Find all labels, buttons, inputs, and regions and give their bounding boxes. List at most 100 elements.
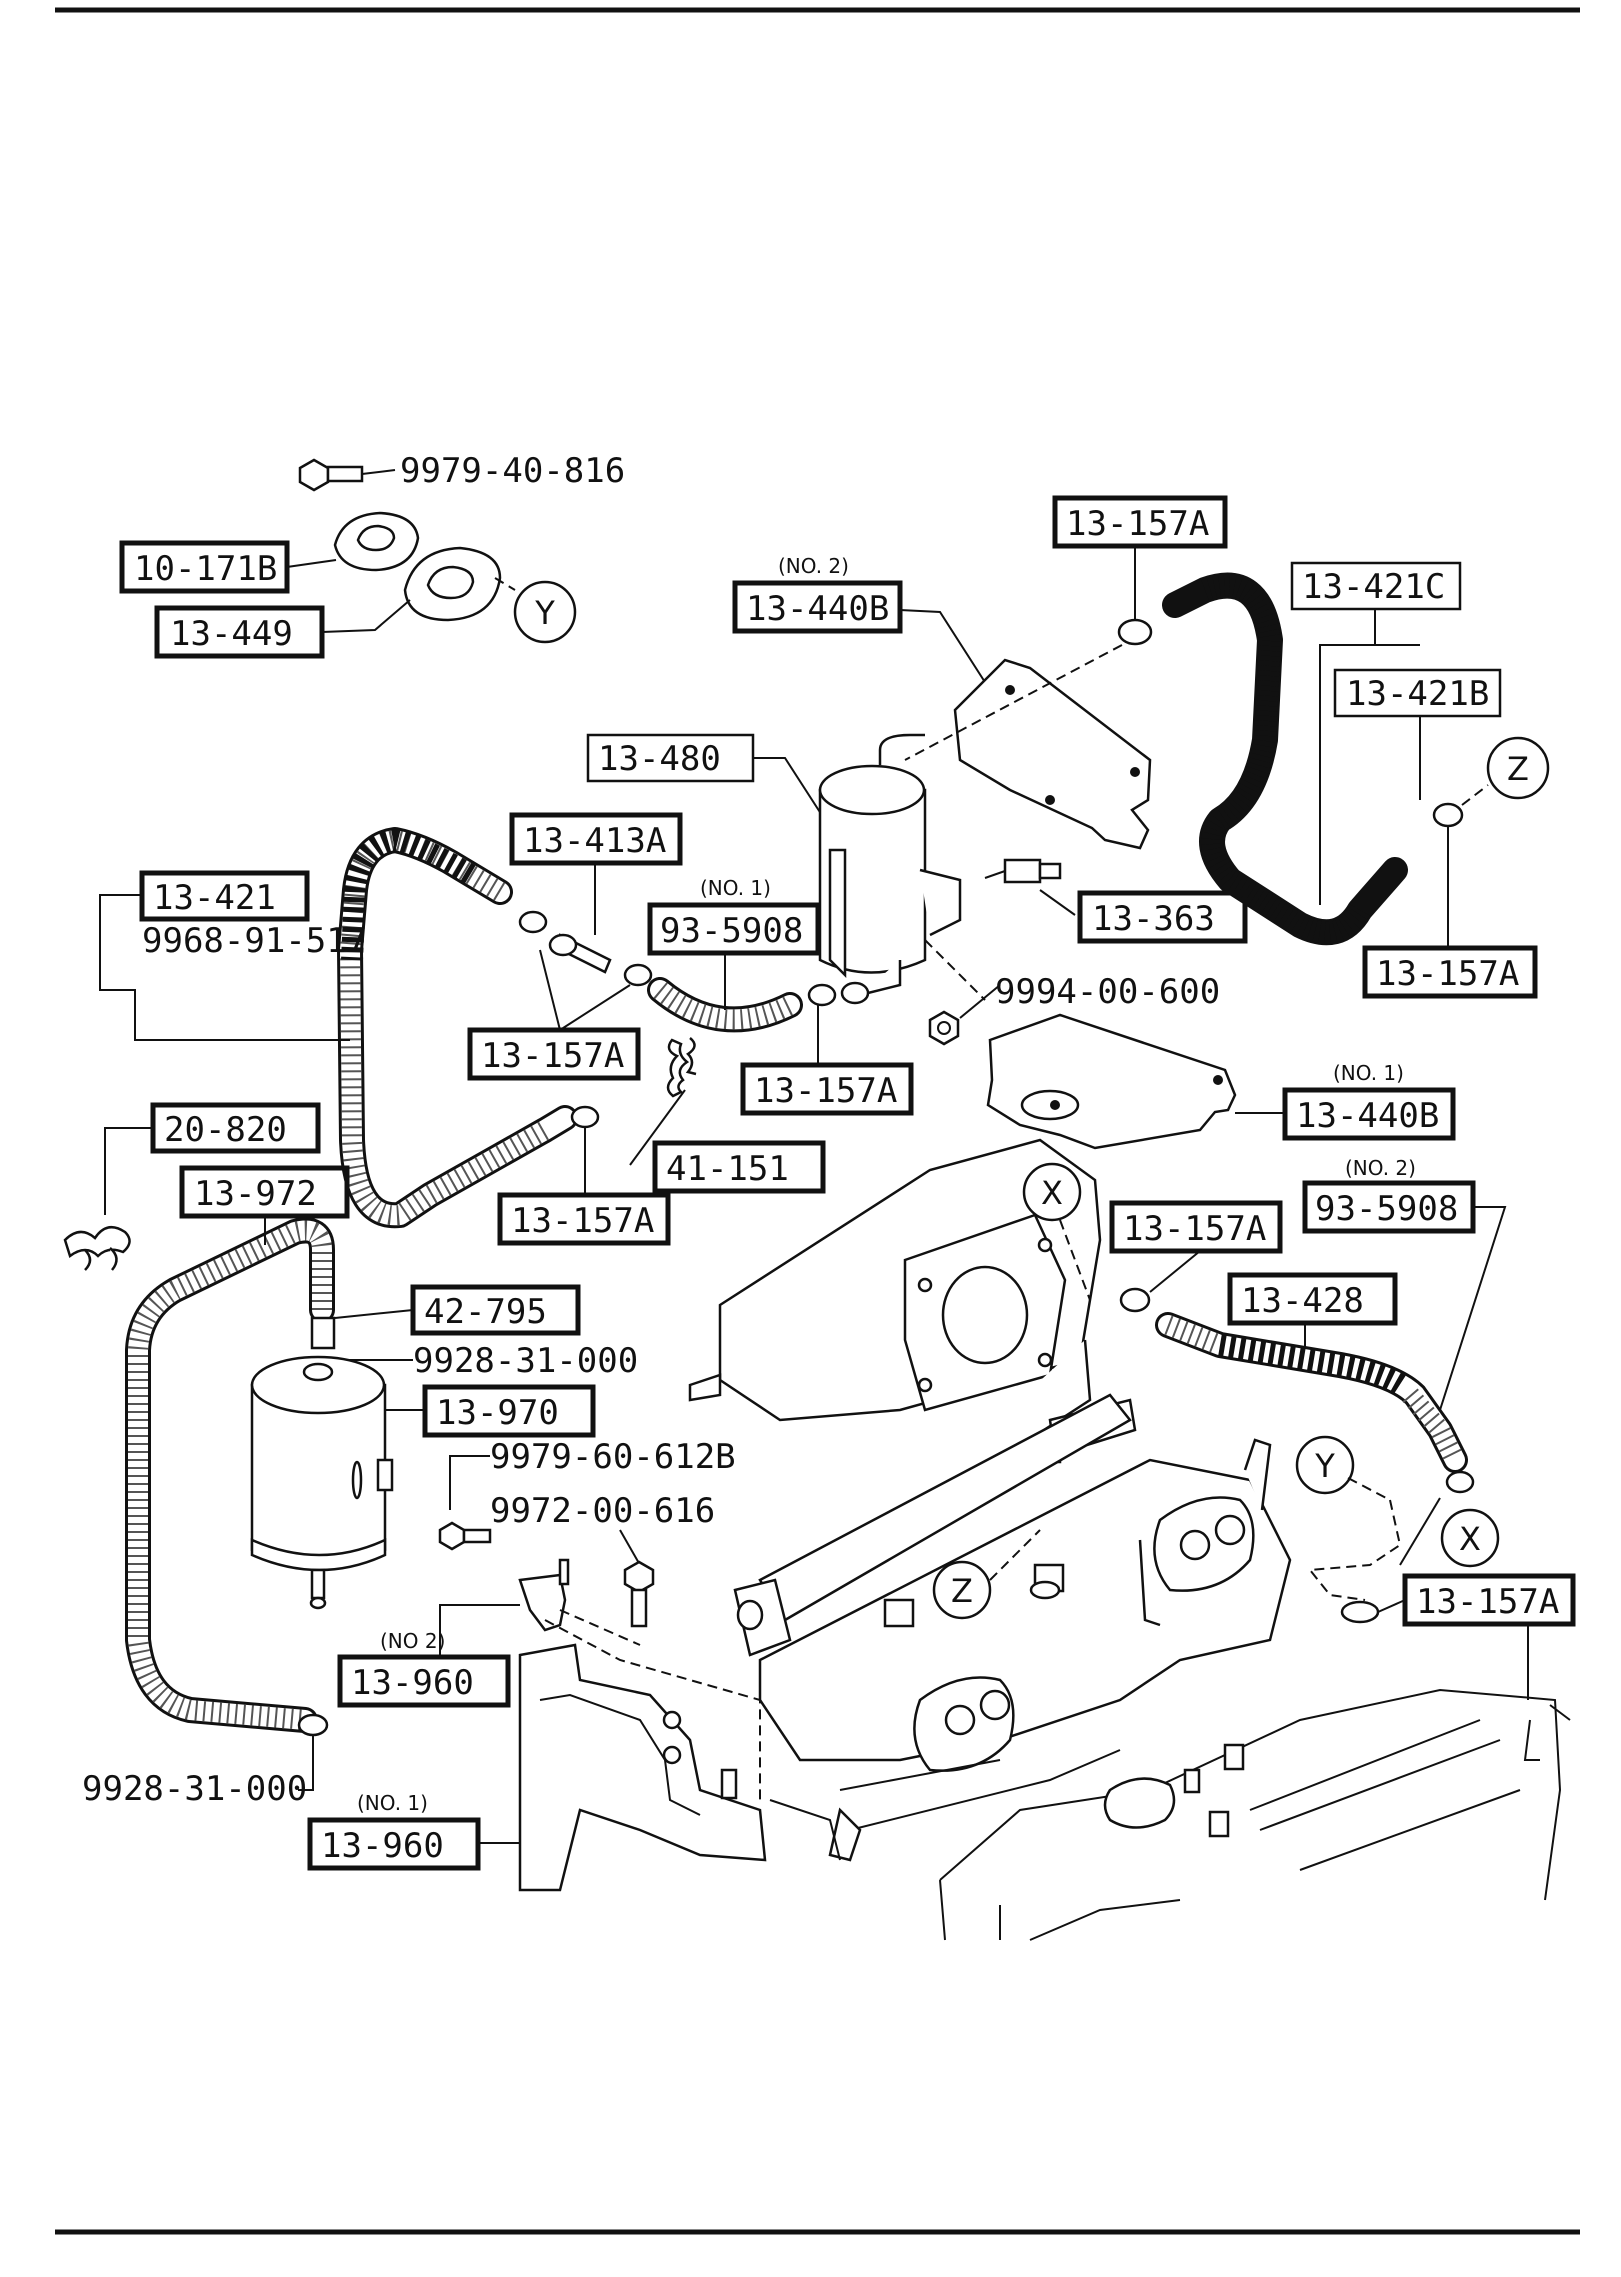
ref-x-b: X (1459, 1520, 1481, 1558)
label-13-970: 13-970 (436, 1393, 559, 1433)
clamp-9928-31-000-b (297, 1713, 329, 1737)
label-box-13-428 (1227, 1272, 1398, 1326)
label-13-440b-no1: 13-440B (1296, 1096, 1439, 1136)
label-13-428: 13-428 (1241, 1281, 1364, 1321)
joint-42-795 (310, 1316, 336, 1350)
label-box-13-480 (586, 733, 755, 783)
label-10-171b: 10-171B (134, 549, 277, 589)
label-13-972: 13-972 (194, 1174, 317, 1214)
label-13-480: 13-480 (598, 739, 721, 779)
ref-y-top: Y (534, 594, 555, 632)
label-9972-00-616: 9972-00-616 (490, 1491, 715, 1531)
label-box-13-363 (1077, 890, 1248, 944)
label-13-157a-right: 13-157A (1376, 954, 1519, 994)
label-13-157a-x: 13-157A (1123, 1209, 1266, 1249)
ref-z-circle-top (1486, 736, 1550, 800)
label-box-13-157a-x (1109, 1200, 1283, 1254)
ref-x-circle-b (1440, 1508, 1500, 1568)
label-13-157a-top: 13-157A (1066, 504, 1209, 544)
clip-13-157a-a (518, 910, 653, 987)
clip-13-157a-e (1445, 1470, 1475, 1494)
label-13-960-no2: 13-960 (351, 1663, 474, 1703)
label-box-13-157a-lower (497, 1192, 671, 1246)
ref-z-circle-bottom (932, 1560, 992, 1620)
label-13-421b: 13-421B (1346, 674, 1489, 714)
bolt-9979-40-816 (298, 458, 396, 492)
label-9979-60-612b: 9979-60-612B (490, 1437, 736, 1477)
label-box-13-157a-right (1362, 945, 1538, 999)
label-13-413a: 13-413A (523, 821, 666, 861)
ref-x-circle-a (1022, 1162, 1082, 1222)
hose-13-421c (1162, 572, 1408, 946)
nut-9994-00-600 (928, 1010, 960, 1046)
label-box-13-157a-bottom (1402, 1573, 1576, 1627)
canister-13-480 (818, 733, 962, 997)
label-box-13-157a-top (1052, 495, 1228, 549)
label-20-820: 20-820 (164, 1110, 287, 1150)
label-box-93-5908-no1 (647, 902, 821, 956)
note-no1-bracket: (NO. 1) (1333, 1061, 1404, 1085)
clip-13-157a-z (1432, 802, 1464, 828)
label-93-5908-no2: 93-5908 (1315, 1189, 1458, 1229)
filter-13-970 (250, 1355, 394, 1610)
ref-x-a: X (1041, 1174, 1063, 1212)
label-93-5908-no1: 93-5908 (660, 911, 803, 951)
engine-block (939, 1688, 1571, 1941)
note-no1-bracket-c: (NO. 1) (357, 1791, 428, 1815)
label-13-449: 13-449 (170, 614, 293, 654)
engine-intake-manifold (688, 1138, 1292, 1862)
clip-13-157a-top (1117, 618, 1153, 646)
label-box-41-151 (652, 1140, 826, 1194)
clip-41-151 (666, 1037, 697, 1098)
ref-y-circle-top (513, 580, 577, 644)
label-13-157a-bottom: 13-157A (1416, 1582, 1559, 1622)
hose-13-972 (125, 1217, 335, 1733)
label-13-960-no1: 13-960 (321, 1826, 444, 1866)
hose-93-5908-no1 (647, 977, 803, 1033)
ref-y-circle-bottom (1295, 1435, 1355, 1495)
note-no2-hose: (NO. 2) (1345, 1156, 1416, 1180)
clip-13-157a-d (1119, 1287, 1151, 1313)
label-9968-91-517: 9968-91-517 (142, 921, 367, 961)
bracket-13-960-no1 (518, 1643, 767, 1892)
label-42-795: 42-795 (424, 1292, 547, 1332)
clip-20-820 (63, 1225, 131, 1271)
label-9994-00-600: 9994-00-600 (995, 972, 1220, 1012)
label-9928-31-000-b: 9928-31-000 (82, 1769, 307, 1809)
label-9928-31-000-a: 9928-31-000 (413, 1341, 638, 1381)
hose-13-421 (337, 827, 578, 1229)
gasket-13-449 (403, 546, 502, 622)
label-13-157a-mid1: 13-157A (481, 1036, 624, 1076)
label-41-151: 41-151 (666, 1149, 789, 1189)
note-no2-bracket: (NO. 2) (778, 554, 849, 578)
clip-13-157a-b (807, 981, 870, 1007)
label-13-440b-no2: 13-440B (746, 589, 889, 629)
gasket-10-171b (333, 511, 420, 572)
ref-y-bottom: Y (1314, 1447, 1335, 1485)
label-13-157a-mid2: 13-157A (754, 1071, 897, 1111)
label-box-13-960-no2 (337, 1654, 511, 1708)
bracket-13-440b-no2 (953, 658, 1152, 850)
label-9979-40-816: 9979-40-816 (400, 451, 625, 491)
label-box-13-157a-mid1 (467, 1027, 641, 1081)
label-box-13-157a-mid2 (740, 1062, 914, 1116)
ref-z-top: Z (1507, 750, 1529, 788)
label-13-421c: 13-421C (1302, 567, 1445, 607)
label-13-421: 13-421 (153, 878, 276, 918)
note-no2-bracket-b: (NO 2) (380, 1629, 445, 1653)
note-no1-hose: (NO. 1) (700, 876, 771, 900)
hose-13-428 (1155, 1312, 1468, 1473)
label-13-363: 13-363 (1092, 899, 1215, 939)
label-box-13-421b (1333, 668, 1502, 718)
ref-z-bottom: Z (951, 1572, 973, 1610)
label-13-157a-lower: 13-157A (511, 1201, 654, 1241)
label-box-13-440b-no2 (732, 580, 903, 634)
gasket-ring (1340, 1600, 1380, 1624)
valve-13-363 (984, 858, 1062, 884)
bolt-9979-60-612b (438, 1521, 492, 1551)
clip-13-157a-c (570, 1105, 600, 1129)
bracket-13-440b-no1 (986, 1013, 1237, 1150)
bracket-13-960-no2 (518, 1558, 570, 1632)
bolt-9972-00-616 (623, 1560, 655, 1628)
